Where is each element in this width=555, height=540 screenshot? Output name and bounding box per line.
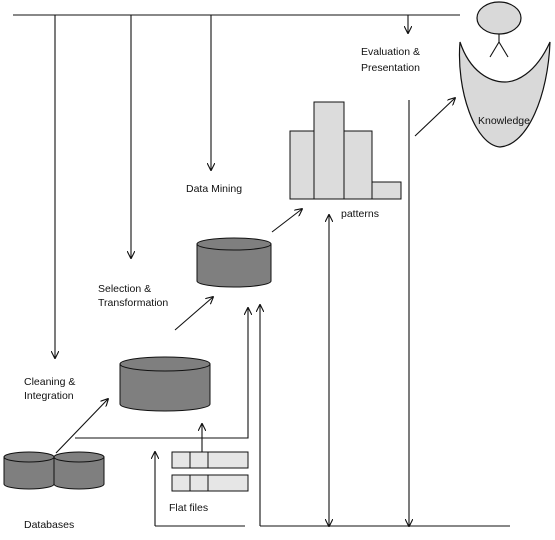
pattern-bar: [371, 181, 402, 200]
selection-label-line2: Transformation: [98, 297, 168, 309]
cleaning-label-line1: Cleaning &: [24, 376, 75, 388]
integration-cylinder: [119, 356, 211, 412]
flat-files-label: Flat files: [169, 502, 208, 514]
selection-cylinder: [196, 237, 272, 288]
cleaning-label-line2: Integration: [24, 390, 74, 402]
flat-file: [171, 451, 249, 469]
evaluation-label-line1: Evaluation &: [361, 46, 420, 58]
evaluation-label-line2: Presentation: [361, 62, 420, 74]
flat-file: [171, 474, 249, 492]
arrow-selection-to-patterns: [271, 209, 302, 233]
knowledge-bowl-icon: [458, 41, 551, 148]
databases-label: Databases: [24, 519, 74, 531]
pattern-bar: [343, 130, 373, 200]
pattern-bar: [313, 101, 345, 200]
patterns-bar-chart: [289, 101, 402, 200]
arrow-integration-to-selection: [174, 297, 213, 331]
arrow-db-to-integration: [55, 399, 108, 454]
database-cylinder: [3, 451, 55, 490]
person-icon: [476, 1, 522, 58]
database-cylinder: [53, 451, 105, 490]
patterns-label: patterns: [341, 208, 379, 220]
knowledge-label: Knowledge: [478, 115, 530, 127]
arrow-db-to-mining: [75, 308, 248, 439]
selection-label-line1: Selection &: [98, 283, 151, 295]
arrow-patterns-to-knowledge: [414, 98, 455, 137]
pattern-bar: [289, 130, 315, 200]
data-mining-label: Data Mining: [186, 183, 242, 195]
